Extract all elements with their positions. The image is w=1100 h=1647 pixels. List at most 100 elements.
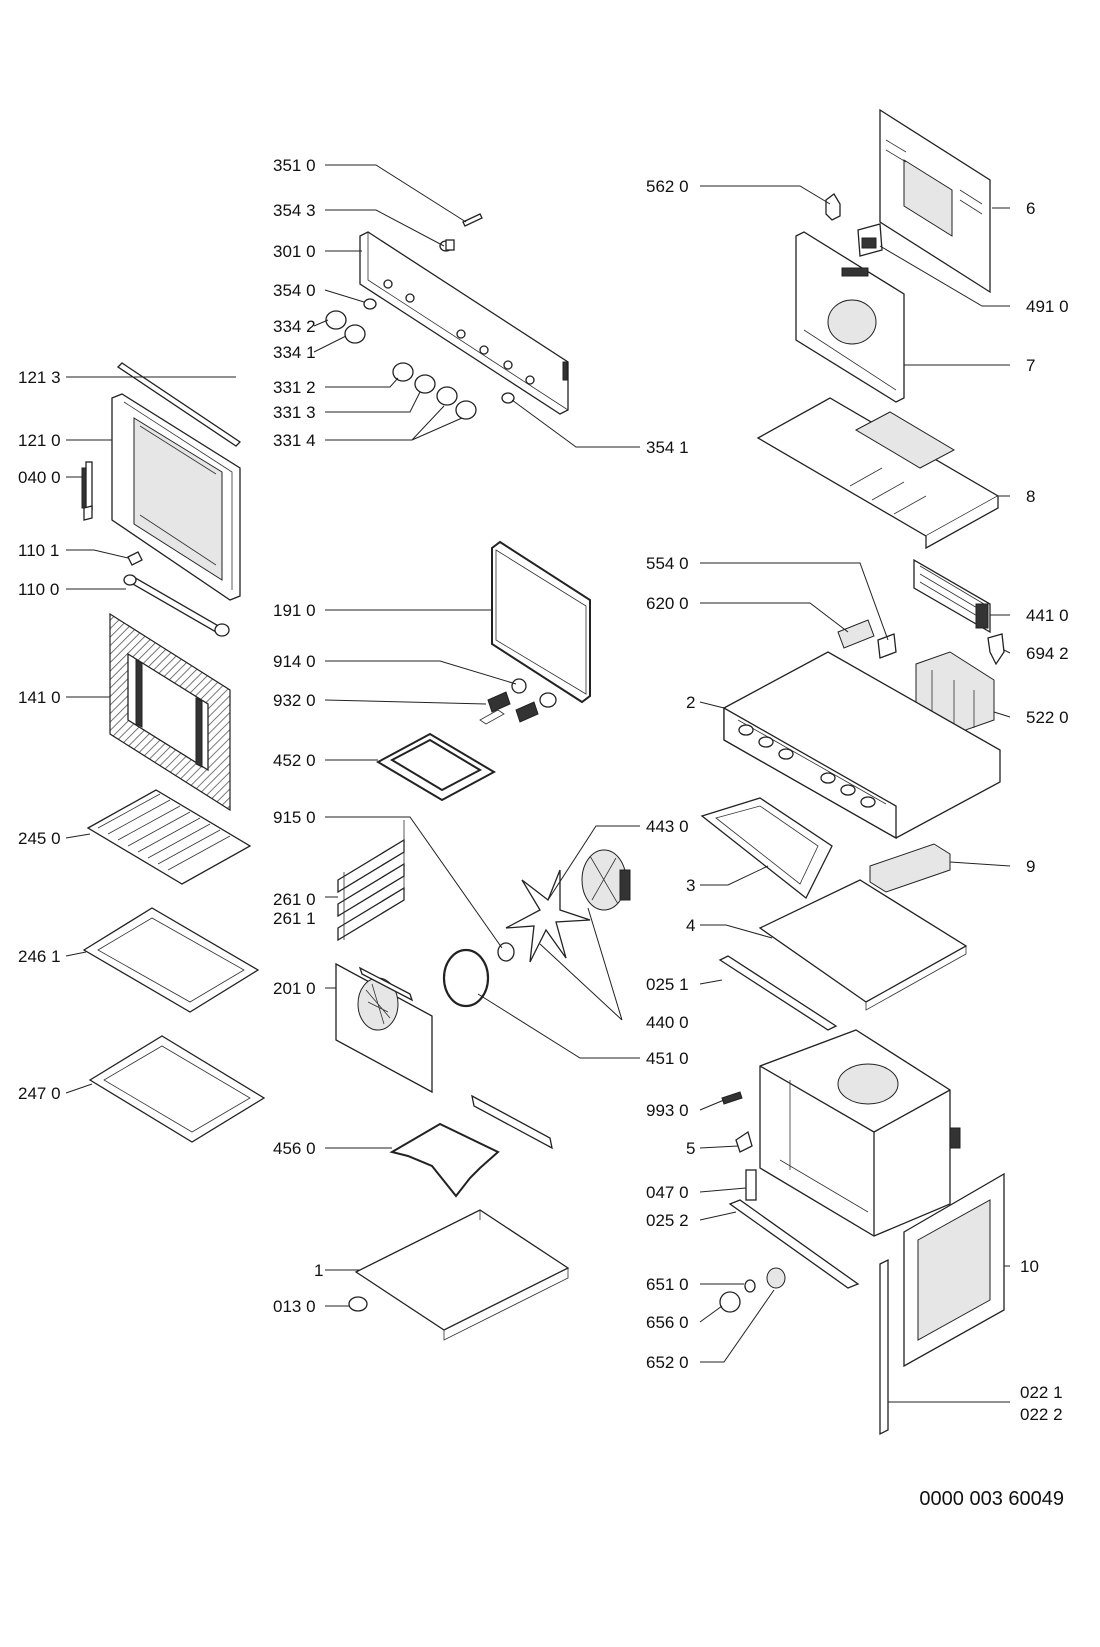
- rear-panel: [879, 108, 991, 294]
- label-354-1: 354 1: [646, 438, 689, 457]
- label-656-0: 656 0: [646, 1313, 689, 1332]
- label-110-0: 110 0: [18, 580, 59, 599]
- convection-fan: [497, 849, 631, 963]
- knob-334: [325, 310, 366, 344]
- grommets: [487, 678, 557, 723]
- label-334-1: 334 1: [273, 343, 316, 362]
- label-334-2: 334 2: [273, 317, 316, 336]
- label-331-3: 331 3: [273, 403, 316, 422]
- document-number: 0000 003 60049: [919, 1488, 1064, 1510]
- side-rail-lower: [728, 1199, 860, 1289]
- label-456-0: 456 0: [273, 1139, 316, 1158]
- label-121-0: 121 0: [18, 431, 61, 450]
- label-9: 9: [1026, 857, 1035, 876]
- outer-door-glass: [109, 612, 231, 812]
- insulation-plate: [758, 879, 968, 1011]
- circular-heating-element: [442, 948, 490, 1008]
- bushing-small: [439, 239, 455, 252]
- label-915-0: 915 0: [273, 808, 316, 827]
- label-443-0: 443 0: [646, 817, 689, 836]
- label-452-0: 452 0: [273, 751, 316, 770]
- part-labels: 351 0 354 3 301 0 354 0 334 2 334 1 331 …: [18, 156, 1069, 1424]
- door-handle: [123, 574, 230, 637]
- label-6: 6: [1026, 199, 1035, 218]
- screw: [721, 1091, 743, 1105]
- door-lock: [745, 1169, 757, 1201]
- baking-tray: [82, 907, 260, 1013]
- label-141-0: 141 0: [18, 688, 61, 707]
- label-121-3: 121 3: [18, 368, 61, 387]
- top-cover: [756, 397, 1000, 550]
- label-5: 5: [686, 1139, 695, 1158]
- label-694-2: 694 2: [1026, 644, 1069, 663]
- label-025-1: 025 1: [646, 975, 689, 994]
- label-110-1: 110 1: [18, 541, 59, 560]
- electronic-board: [869, 843, 951, 893]
- thermostat-694: [987, 633, 1005, 666]
- foot: [348, 1296, 368, 1312]
- transformer: [857, 223, 883, 257]
- label-261-0: 261 0: [273, 890, 316, 909]
- side-rail-upper: [718, 955, 838, 1031]
- top-heating-element: [375, 709, 505, 802]
- label-440-0: 440 0: [646, 1013, 689, 1032]
- label-047-0: 047 0: [646, 1183, 689, 1202]
- label-245-0: 245 0: [18, 829, 61, 848]
- wire-shelf: [86, 789, 252, 885]
- label-354-0: 354 0: [273, 281, 316, 300]
- oven-door-gasket: [491, 540, 591, 704]
- bracket-562: [825, 193, 841, 221]
- label-351-0: 351 0: [273, 156, 316, 175]
- switches: [837, 619, 897, 659]
- oven-cavity: [759, 1029, 961, 1237]
- side-rails: [337, 820, 405, 942]
- control-housing: [723, 651, 1001, 840]
- deep-tray: [88, 1035, 266, 1143]
- label-022-2: 022 2: [1020, 1405, 1063, 1424]
- label-993-0: 993 0: [646, 1101, 689, 1120]
- side-panel: [903, 1172, 1005, 1368]
- door-hinge: [81, 461, 93, 521]
- label-301-0: 301 0: [273, 242, 316, 261]
- cooling-fan: [913, 558, 991, 634]
- label-914-0: 914 0: [273, 652, 316, 671]
- label-554-0: 554 0: [646, 554, 689, 573]
- fan-duct: [700, 797, 833, 900]
- door-top-strip: [116, 362, 242, 447]
- label-652-0: 652 0: [646, 1353, 689, 1372]
- bushing: [363, 298, 377, 310]
- label-246-1: 246 1: [18, 947, 61, 966]
- label-8: 8: [1026, 487, 1035, 506]
- label-354-3: 354 3: [273, 201, 316, 220]
- clip-5: [735, 1130, 753, 1153]
- control-pin: [462, 213, 483, 227]
- label-1: 1: [314, 1261, 323, 1280]
- knob-331: [392, 362, 477, 420]
- label-013-0: 013 0: [273, 1297, 316, 1316]
- label-620-0: 620 0: [646, 594, 689, 613]
- label-025-2: 025 2: [646, 1211, 689, 1230]
- label-191-0: 191 0: [273, 601, 316, 620]
- bottom-plate: [354, 1209, 570, 1341]
- label-562-0: 562 0: [646, 177, 689, 196]
- bottom-heating-element: [389, 1094, 553, 1198]
- label-040-0: 040 0: [18, 468, 61, 487]
- label-451-0: 451 0: [646, 1049, 689, 1068]
- label-201-0: 201 0: [273, 979, 316, 998]
- label-10: 10: [1020, 1257, 1039, 1276]
- label-7: 7: [1026, 356, 1035, 375]
- back-wall: [795, 231, 905, 403]
- label-491-0: 491 0: [1026, 297, 1069, 316]
- label-2: 2: [686, 693, 695, 712]
- label-651-0: 651 0: [646, 1275, 689, 1294]
- label-331-4: 331 4: [273, 431, 316, 450]
- label-261-1: 261 1: [273, 909, 316, 928]
- label-331-2: 331 2: [273, 378, 316, 397]
- label-522-0: 522 0: [1026, 708, 1069, 727]
- label-022-1: 022 1: [1020, 1383, 1063, 1402]
- door-spacer: [127, 551, 143, 566]
- label-247-0: 247 0: [18, 1084, 61, 1103]
- inner-door-frame: [111, 393, 241, 601]
- label-441-0: 441 0: [1026, 606, 1069, 625]
